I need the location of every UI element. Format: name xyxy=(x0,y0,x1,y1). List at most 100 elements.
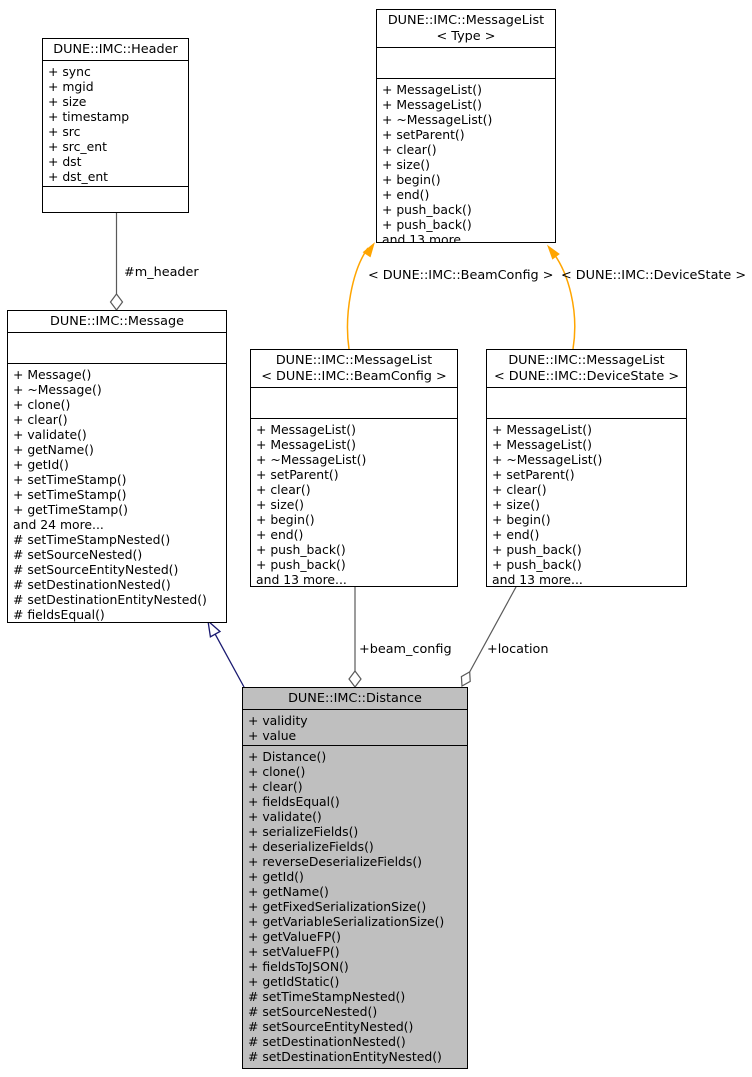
class-title: DUNE::IMC::Distance xyxy=(243,688,467,709)
member-row: + setTimeStamp() xyxy=(13,487,127,502)
member-row: + clone() xyxy=(13,397,71,412)
member-row: < DUNE::IMC::BeamConfig > xyxy=(261,369,447,384)
member-row: DUNE::IMC::MessageList xyxy=(508,353,665,368)
member-row: and 13 more... xyxy=(492,572,583,587)
member-row: + clear() xyxy=(248,779,303,794)
class-title: DUNE::IMC::MessageList< DUNE::IMC::BeamC… xyxy=(251,350,457,387)
member-row: + size() xyxy=(492,497,541,512)
member-row: + clone() xyxy=(248,764,306,779)
member-row: + clear() xyxy=(382,142,437,157)
class-box-messagelist-devicestate[interactable]: DUNE::IMC::MessageList< DUNE::IMC::Devic… xyxy=(486,349,687,587)
member-row: + push_back() xyxy=(382,202,472,217)
member-row: + clear() xyxy=(492,482,547,497)
aggregation-diamond-location xyxy=(460,670,471,687)
member-row: + getName() xyxy=(248,884,329,899)
member-row: + setParent() xyxy=(256,467,339,482)
aggregation-diamond-m-header xyxy=(109,293,124,311)
member-row: + MessageList() xyxy=(492,437,592,452)
edge-label-beam-config: +beam_config xyxy=(359,642,452,657)
member-row: + getFixedSerializationSize() xyxy=(248,899,427,914)
class-attributes xyxy=(8,332,226,363)
member-row: + timestamp xyxy=(48,109,130,124)
class-title: DUNE::IMC::Message xyxy=(8,311,226,332)
class-attributes: + validity+ value xyxy=(243,709,467,745)
member-row: + getName() xyxy=(13,442,94,457)
member-row: + deserializeFields() xyxy=(248,839,374,854)
member-row: # setSourceNested() xyxy=(13,547,143,562)
class-methods xyxy=(43,186,188,212)
member-row: + Distance() xyxy=(248,749,327,764)
class-box-messagelist-type[interactable]: DUNE::IMC::MessageList< Type > + Message… xyxy=(376,9,556,243)
class-box-dune-imc-message[interactable]: DUNE::IMC::Message + Message()+ ~Message… xyxy=(7,310,227,623)
member-row: < Type > xyxy=(436,29,496,44)
member-row: + src xyxy=(48,124,81,139)
inheritance-arrowhead xyxy=(207,619,222,638)
member-row: + getTimeStamp() xyxy=(13,502,128,517)
member-row: + clear() xyxy=(13,412,68,427)
member-row: + ~MessageList() xyxy=(382,112,493,127)
member-row: + size() xyxy=(382,157,431,172)
member-row: + push_back() xyxy=(492,542,582,557)
member-row: + end() xyxy=(382,187,430,202)
member-row: + MessageList() xyxy=(256,437,356,452)
class-title: DUNE::IMC::MessageList< DUNE::IMC::Devic… xyxy=(487,350,686,387)
edge-label-template-beamconfig: < DUNE::IMC::BeamConfig > xyxy=(368,268,554,283)
edge-template-beamconfig-curve xyxy=(346,247,369,350)
member-row: # setDestinationEntityNested() xyxy=(13,592,207,607)
member-row: + getId() xyxy=(248,869,304,884)
member-row: # setTimeStampNested() xyxy=(248,989,406,1004)
member-row: + push_back() xyxy=(256,557,346,572)
member-row: + push_back() xyxy=(256,542,346,557)
class-methods: + MessageList()+ MessageList()+ ~Message… xyxy=(487,418,686,587)
member-row: DUNE::IMC::Distance xyxy=(288,691,422,706)
member-row: # setDestinationEntityNested() xyxy=(248,1049,442,1064)
edge-inheritance-line xyxy=(214,633,245,688)
member-row: + clear() xyxy=(256,482,311,497)
class-attributes xyxy=(487,387,686,418)
edge-template-devicestate-curve xyxy=(550,249,576,350)
member-row: + sync xyxy=(48,64,91,79)
class-box-dune-imc-distance[interactable]: DUNE::IMC::Distance + validity+ value + … xyxy=(242,687,468,1069)
member-row: + size() xyxy=(256,497,305,512)
member-row: + end() xyxy=(492,527,540,542)
member-row: DUNE::IMC::MessageList xyxy=(387,13,545,28)
member-row: + validate() xyxy=(248,809,322,824)
edge-label-m-header: #m_header xyxy=(124,265,199,280)
member-row: + begin() xyxy=(382,172,441,187)
member-row: + begin() xyxy=(492,512,551,527)
class-title: DUNE::IMC::MessageList< Type > xyxy=(377,10,555,47)
member-row: + ~Message() xyxy=(13,382,102,397)
class-box-messagelist-beamconfig[interactable]: DUNE::IMC::MessageList< DUNE::IMC::BeamC… xyxy=(250,349,458,587)
member-row: + MessageList() xyxy=(492,422,592,437)
member-row: + fieldsToJSON() xyxy=(248,959,349,974)
member-row: + MessageList() xyxy=(382,97,482,112)
edge-label-location: +location xyxy=(487,642,549,657)
member-row: # setSourceEntityNested() xyxy=(13,562,179,577)
member-row: + dst_ent xyxy=(48,169,109,184)
edge-label-template-devicestate: < DUNE::IMC::DeviceState > xyxy=(561,268,747,283)
member-row: # setDestinationNested() xyxy=(248,1034,406,1049)
member-row: + push_back() xyxy=(382,217,472,232)
template-arrowhead-devicestate xyxy=(546,244,560,260)
class-methods: + Message()+ ~Message()+ clone()+ clear(… xyxy=(8,363,226,622)
member-row: + mgid xyxy=(48,79,94,94)
member-row: # fieldsEqual() xyxy=(13,607,105,622)
class-methods: + MessageList()+ MessageList()+ ~Message… xyxy=(251,418,457,586)
member-row: + getId() xyxy=(13,457,69,472)
class-title: DUNE::IMC::Header xyxy=(43,39,188,60)
member-row: + value xyxy=(248,728,297,743)
member-row: + src_ent xyxy=(48,139,107,154)
class-methods: + Distance()+ clone()+ clear()+ fieldsEq… xyxy=(243,745,467,1068)
member-row: + serializeFields() xyxy=(248,824,359,839)
member-row: + setValueFP() xyxy=(248,944,340,959)
member-row: + getIdStatic() xyxy=(248,974,340,989)
class-attributes xyxy=(377,47,555,78)
member-row: DUNE::IMC::Header xyxy=(53,42,178,57)
member-row: + Message() xyxy=(13,367,92,382)
class-box-dune-imc-header[interactable]: DUNE::IMC::Header + sync+ mgid+ size+ ti… xyxy=(42,38,189,213)
class-methods: + MessageList()+ MessageList()+ ~Message… xyxy=(377,78,555,242)
class-attributes xyxy=(251,387,457,418)
member-row: + dst xyxy=(48,154,82,169)
